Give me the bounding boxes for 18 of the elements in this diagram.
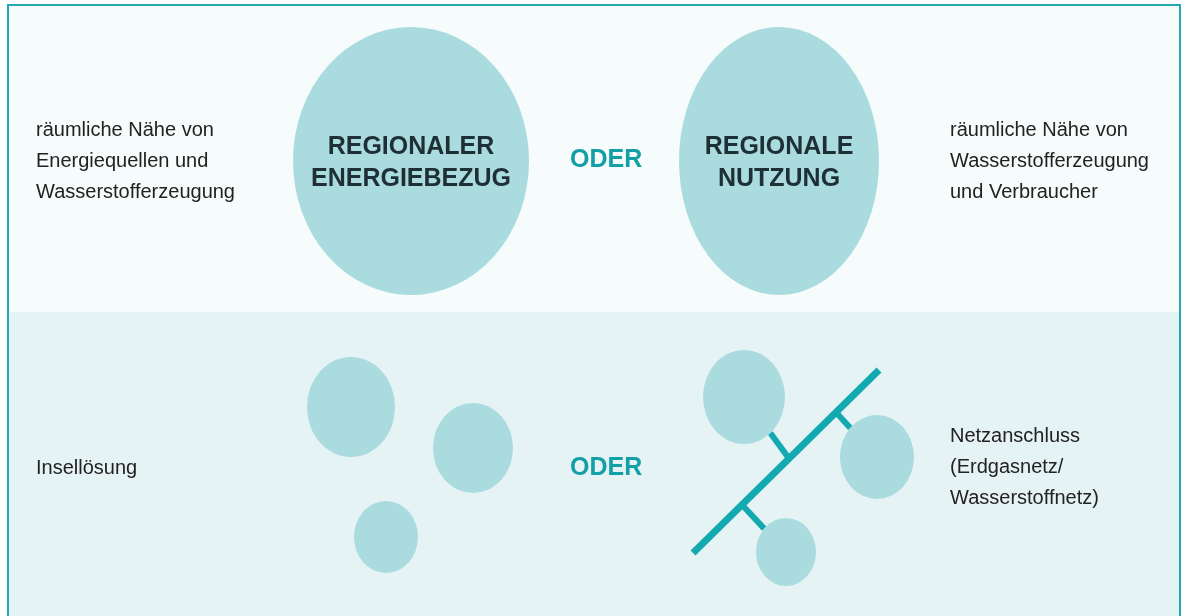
circle-node [703, 350, 785, 444]
circle-node [756, 518, 816, 586]
connector-word: ODER [570, 452, 643, 481]
description-text: Insellösung [36, 455, 139, 480]
pipeline-line [690, 367, 882, 556]
ellipse-node [293, 27, 529, 295]
description-text: räumliche Nähe von Energiequellen und Wasserstofferzeugung [36, 117, 236, 204]
circle-node [307, 357, 395, 457]
node-title: REGIONALER ENERGIEBEZUG [310, 130, 512, 193]
branch-line [739, 502, 767, 531]
circle-node [354, 501, 418, 573]
circle-node [840, 415, 914, 499]
node-title: REGIONALE NUTZUNG [703, 130, 855, 193]
description-text: Netzanschluss (Erdgasnetz/ Wasserstoffnetz) [950, 423, 1100, 510]
circle-node [433, 403, 513, 493]
description-text: räumliche Nähe von Wasserstofferzeugung und Verbraucher [950, 117, 1150, 204]
ellipse-node [679, 27, 879, 295]
connector-word: ODER [570, 144, 643, 173]
